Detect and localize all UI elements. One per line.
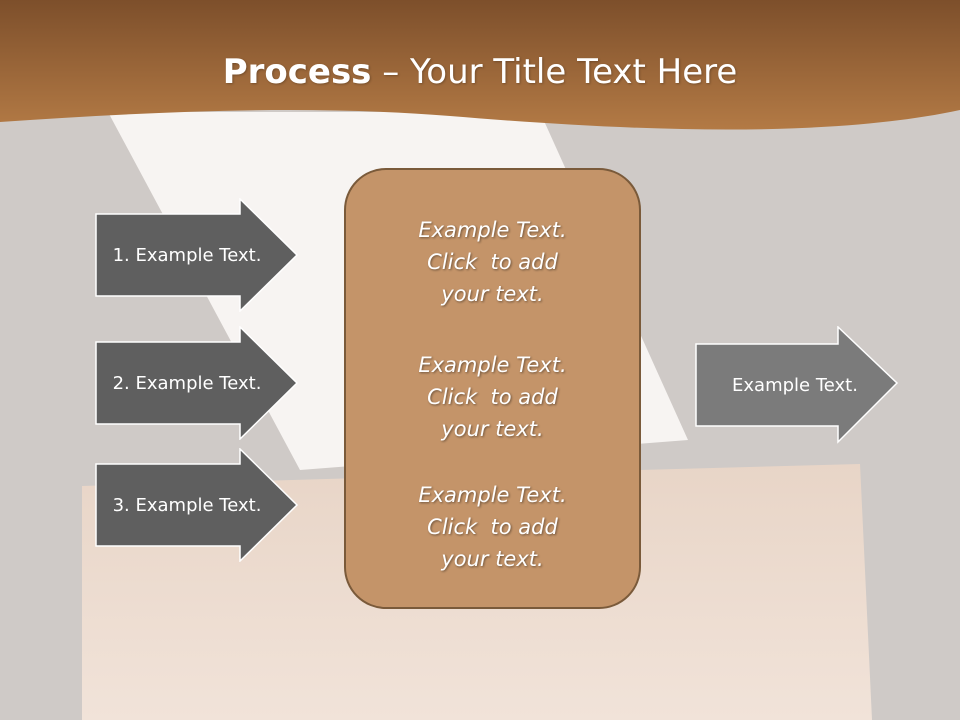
center-text-box[interactable]: Example Text. Click to add your text. Ex… [344, 168, 641, 609]
text-block-3-line-1: Example Text. [418, 483, 567, 507]
left-arrow-1-label: 1. Example Text. [112, 244, 262, 266]
left-arrow-3-label: 3. Example Text. [112, 494, 262, 516]
left-arrow-2-label: 2. Example Text. [112, 372, 262, 394]
text-block-1-line-3: your text. [441, 282, 544, 306]
text-block-2-line-1: Example Text. [418, 353, 567, 377]
text-block-2-line-3: your text. [441, 417, 544, 441]
right-arrow[interactable]: Example Text. [695, 326, 899, 444]
text-block-1-line-2: Click to add [427, 250, 558, 274]
header-band [0, 0, 960, 130]
left-arrow-1[interactable]: 1. Example Text. [95, 198, 299, 312]
text-block-3-line-3: your text. [441, 547, 544, 571]
text-block-2[interactable]: Example Text. Click to add your text. [346, 349, 639, 445]
text-block-2-line-2: Click to add [427, 385, 558, 409]
page-title: Process – Your Title Text Here [0, 52, 960, 92]
text-block-1[interactable]: Example Text. Click to add your text. [346, 214, 639, 310]
title-rest: – Your Title Text Here [371, 52, 738, 92]
text-block-3[interactable]: Example Text. Click to add your text. [346, 479, 639, 575]
title-bold: Process [222, 52, 372, 92]
left-arrow-2[interactable]: 2. Example Text. [95, 326, 299, 440]
text-block-1-line-1: Example Text. [418, 218, 567, 242]
right-arrow-label: Example Text. [732, 374, 858, 396]
text-block-3-line-2: Click to add [427, 515, 558, 539]
left-arrow-3[interactable]: 3. Example Text. [95, 448, 299, 562]
